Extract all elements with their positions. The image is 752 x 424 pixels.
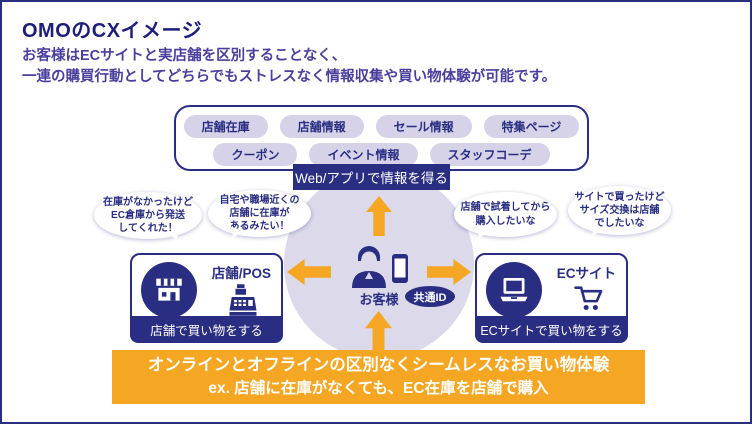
subtitle-line-2: 一連の購買行動としてどちらでもストレスなく情報収集や買い物体験が可能です。 xyxy=(22,69,557,86)
info-sources-box: 店舗在庫 店舗情報 セール情報 特集ページ クーポン イベント情報 スタッフコー… xyxy=(174,105,589,171)
seamless-experience-banner: オンラインとオフラインの区別なくシームレスなお買い物体験 ex. 店舗に在庫がな… xyxy=(112,350,645,404)
info-pill-row-2: クーポン イベント情報 スタッフコーデ xyxy=(176,143,587,166)
customer-with-phone-icon xyxy=(352,246,408,288)
store-circle xyxy=(141,262,197,318)
pill-staff-coordinate: スタッフコーデ xyxy=(429,143,550,166)
pill-event-info: イベント情報 xyxy=(309,143,418,166)
speech-bubble-size-exchange: サイトで買ったけど サイズ交換は店舗 でしたいな xyxy=(568,186,671,235)
store-pos-title: 店舗/POS xyxy=(211,266,271,281)
page-title: OMOのCXイメージ xyxy=(22,20,203,42)
banner-line-1: オンラインとオフラインの区別なくシームレスなお買い物体験 xyxy=(147,355,610,374)
banner-line-2: ex. 店舗に在庫がなくても、EC在庫を店舗で購入 xyxy=(208,379,549,397)
store-pos-box: 店舗/POS 店舗で買い物をする xyxy=(130,253,283,343)
storefront-icon xyxy=(156,278,182,301)
pill-coupon: クーポン xyxy=(213,143,298,166)
pill-store-info: 店舗情報 xyxy=(279,115,364,138)
speech-bubble-try-on: 店舗で試着してから 購入したいな xyxy=(454,192,557,237)
ec-site-title: ECサイト xyxy=(556,266,616,281)
page-subtitle: お客様はECサイトと実店舗を区別することなく、 一連の購買行動としてどちらでもス… xyxy=(22,46,556,88)
laptop-icon xyxy=(500,278,528,302)
shopping-cart-icon xyxy=(574,286,603,311)
speech-bubble-ec-warehouse: 在庫がなかったけど EC倉庫から発送 してくれた！ xyxy=(94,192,202,239)
pos-register-icon xyxy=(229,284,257,316)
pill-sale-info: セール情報 xyxy=(375,115,472,138)
ec-footer-label: ECサイトで買い物をする xyxy=(475,316,628,343)
speech-bubble-nearby-stock: 自宅や職場近くの 店舗に在庫が あるみたい！ xyxy=(208,190,311,237)
info-pill-row-1: 店舗在庫 店舗情報 セール情報 特集ページ xyxy=(176,115,587,138)
pill-feature-page: 特集ページ xyxy=(483,115,580,138)
shared-id-badge: 共通ID xyxy=(405,286,455,307)
pill-store-stock: 店舗在庫 xyxy=(183,115,268,138)
web-app-info-bar: Web/アプリで情報を得る xyxy=(293,164,450,190)
ec-circle xyxy=(486,262,542,318)
subtitle-line-1: お客様はECサイトと実店舗を区別することなく、 xyxy=(22,48,347,64)
store-footer-label: 店舗で買い物をする xyxy=(130,316,283,343)
customer-label: お客様 xyxy=(359,292,399,307)
ec-site-box: ECサイト ECサイトで買い物をする xyxy=(475,253,628,343)
